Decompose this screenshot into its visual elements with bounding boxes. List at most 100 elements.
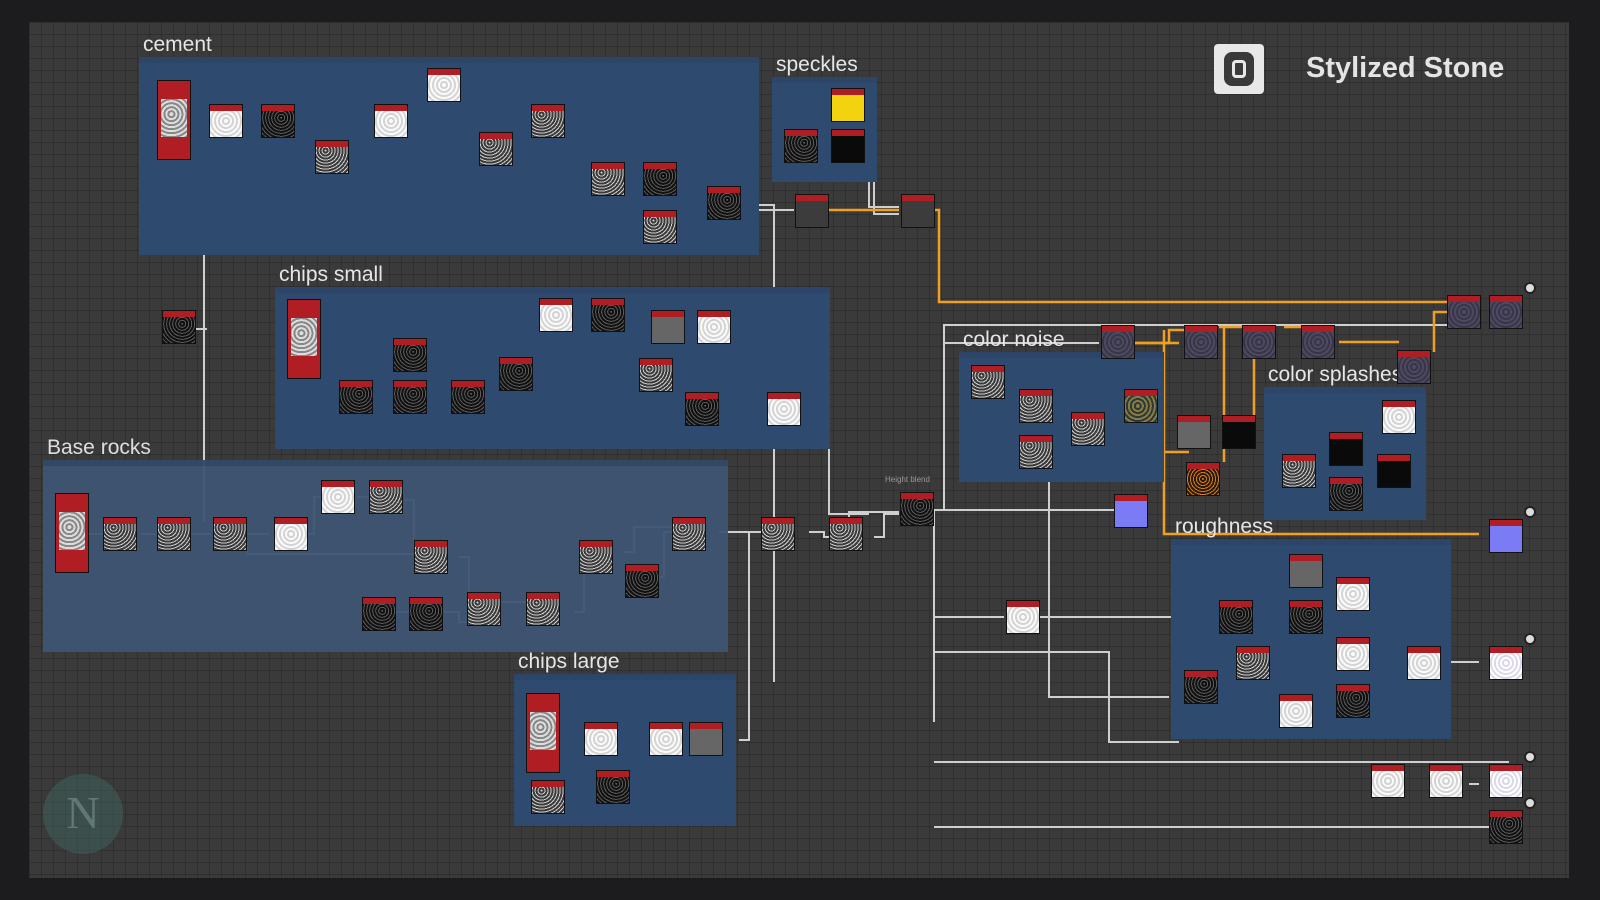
graph-node[interactable]: [831, 88, 865, 122]
graph-node[interactable]: [1177, 415, 1211, 449]
graph-node[interactable]: [649, 722, 683, 756]
graph-node[interactable]: [1019, 435, 1053, 469]
output-port-icon[interactable]: [1524, 797, 1536, 809]
graph-node[interactable]: [831, 129, 865, 163]
graph-node[interactable]: [1279, 694, 1313, 728]
graph-node[interactable]: [499, 357, 533, 391]
graph-node[interactable]: [369, 480, 403, 514]
output-node[interactable]: [1489, 506, 1536, 553]
graph-canvas[interactable]: cement speckles chips small Base rocks c…: [29, 22, 1569, 878]
output-port-icon[interactable]: [1524, 751, 1536, 763]
graph-node[interactable]: [1124, 389, 1158, 423]
graph-node[interactable]: [1222, 415, 1256, 449]
graph-node[interactable]: [1236, 646, 1270, 680]
graph-node[interactable]: [1397, 350, 1431, 384]
graph-node[interactable]: [795, 194, 829, 228]
graph-node-tall[interactable]: [55, 493, 89, 573]
output-port-icon[interactable]: [1524, 506, 1536, 518]
graph-node[interactable]: [321, 480, 355, 514]
graph-node[interactable]: [374, 104, 408, 138]
graph-node[interactable]: [639, 358, 673, 392]
graph-node-tall[interactable]: [157, 80, 191, 160]
graph-node[interactable]: [1329, 432, 1363, 466]
output-node[interactable]: [1489, 797, 1536, 844]
graph-node[interactable]: [1447, 295, 1481, 329]
graph-node[interactable]: [625, 564, 659, 598]
graph-node[interactable]: [539, 298, 573, 332]
graph-node[interactable]: [689, 722, 723, 756]
graph-node[interactable]: [1336, 577, 1370, 611]
graph-node[interactable]: [427, 68, 461, 102]
graph-node[interactable]: [1407, 646, 1441, 680]
graph-node[interactable]: [315, 140, 349, 174]
graph-node[interactable]: [1382, 400, 1416, 434]
graph-node[interactable]: [531, 104, 565, 138]
graph-node[interactable]: [261, 104, 295, 138]
graph-node[interactable]: [526, 592, 560, 626]
graph-node[interactable]: [579, 540, 613, 574]
graph-node[interactable]: [591, 298, 625, 332]
graph-node[interactable]: [213, 517, 247, 551]
graph-node[interactable]: [1336, 684, 1370, 718]
graph-node[interactable]: [685, 392, 719, 426]
graph-node[interactable]: [157, 517, 191, 551]
graph-node[interactable]: [651, 310, 685, 344]
frame-title-chips-large: chips large: [518, 650, 620, 673]
graph-node[interactable]: [1019, 389, 1053, 423]
graph-node[interactable]: [393, 380, 427, 414]
graph-node[interactable]: [584, 722, 618, 756]
graph-node[interactable]: [1429, 764, 1463, 798]
graph-node[interactable]: [1289, 600, 1323, 634]
graph-node[interactable]: [643, 162, 677, 196]
graph-node[interactable]: [1329, 477, 1363, 511]
graph-node[interactable]: [829, 517, 863, 551]
graph-node[interactable]: [1184, 325, 1218, 359]
graph-node[interactable]: [707, 186, 741, 220]
graph-node[interactable]: [1371, 764, 1405, 798]
graph-node[interactable]: [1101, 325, 1135, 359]
output-port-icon[interactable]: [1524, 282, 1536, 294]
graph-node[interactable]: [1282, 454, 1316, 488]
graph-node[interactable]: [103, 517, 137, 551]
graph-node[interactable]: [971, 365, 1005, 399]
graph-node[interactable]: [596, 770, 630, 804]
graph-node[interactable]: [393, 338, 427, 372]
graph-node[interactable]: [1219, 600, 1253, 634]
graph-node[interactable]: [209, 104, 243, 138]
graph-node[interactable]: [1186, 462, 1220, 496]
graph-node[interactable]: [162, 310, 196, 344]
graph-node[interactable]: [467, 592, 501, 626]
graph-node[interactable]: [1184, 670, 1218, 704]
graph-node[interactable]: [362, 597, 396, 631]
height-blend-node[interactable]: [900, 492, 934, 526]
graph-node[interactable]: [697, 310, 731, 344]
graph-node[interactable]: [1289, 554, 1323, 588]
graph-node[interactable]: [901, 194, 935, 228]
graph-node[interactable]: [672, 517, 706, 551]
graph-node[interactable]: [1114, 494, 1148, 528]
graph-node[interactable]: [643, 210, 677, 244]
graph-node[interactable]: [1242, 325, 1276, 359]
graph-node[interactable]: [1336, 637, 1370, 671]
graph-node[interactable]: [274, 517, 308, 551]
graph-node[interactable]: [451, 380, 485, 414]
output-node[interactable]: [1489, 751, 1536, 798]
output-node[interactable]: [1489, 633, 1536, 680]
graph-node-tall[interactable]: [526, 693, 560, 773]
graph-node[interactable]: [414, 540, 448, 574]
graph-node[interactable]: [1006, 600, 1040, 634]
graph-node[interactable]: [767, 392, 801, 426]
output-node[interactable]: [1489, 282, 1536, 329]
graph-node[interactable]: [409, 597, 443, 631]
graph-node[interactable]: [339, 380, 373, 414]
graph-node[interactable]: [591, 162, 625, 196]
graph-node[interactable]: [1071, 412, 1105, 446]
graph-node-tall[interactable]: [287, 299, 321, 379]
graph-node[interactable]: [1377, 454, 1411, 488]
graph-node[interactable]: [479, 132, 513, 166]
graph-node[interactable]: [531, 780, 565, 814]
graph-node[interactable]: [1301, 325, 1335, 359]
output-port-icon[interactable]: [1524, 633, 1536, 645]
graph-node[interactable]: [784, 129, 818, 163]
graph-node[interactable]: [761, 517, 795, 551]
